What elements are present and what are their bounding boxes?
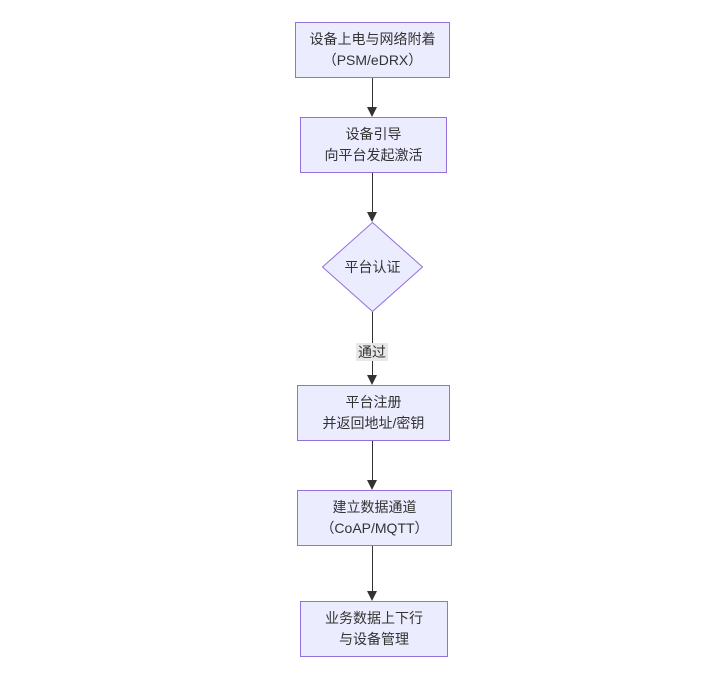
node-text-line: 向平台发起激活 <box>324 147 423 163</box>
edge-line <box>372 441 373 480</box>
node-text-line: 并返回地址/密钥 <box>322 415 425 431</box>
diamond-shape-icon <box>322 222 423 312</box>
node-text-line: 建立数据通道 <box>332 499 417 515</box>
node-text-line: 与设备管理 <box>339 631 409 647</box>
flow-node-power-network-attach: 设备上电与网络附着 （PSM/eDRX） <box>295 22 450 78</box>
edge-line <box>372 546 373 591</box>
edge-arrowhead <box>367 480 377 490</box>
edge-arrowhead <box>367 591 377 601</box>
edge-arrowhead <box>367 212 377 222</box>
node-text-line: （PSM/eDRX） <box>322 52 423 68</box>
edge-arrowhead <box>367 375 377 385</box>
flow-node-platform-register: 平台注册 并返回地址/密钥 <box>297 385 450 441</box>
node-text-line: （CoAP/MQTT） <box>320 520 429 536</box>
node-text-line: 设备上电与网络附着 <box>309 31 436 47</box>
edge-line <box>372 78 373 107</box>
flow-node-data-channel: 建立数据通道 （CoAP/MQTT） <box>297 490 452 546</box>
edge-line <box>372 173 373 212</box>
flow-node-business-data-device-mgmt: 业务数据上下行 与设备管理 <box>300 601 448 657</box>
flow-node-platform-auth-decision: 平台认证 <box>322 222 423 312</box>
flow-node-device-bootstrap: 设备引导 向平台发起激活 <box>300 117 447 173</box>
node-text-line: 平台注册 <box>345 394 402 410</box>
node-text-line: 设备引导 <box>345 126 402 142</box>
node-text-line: 业务数据上下行 <box>325 610 423 626</box>
edge-label-pass: 通过 <box>356 343 388 361</box>
edge-arrowhead <box>367 107 377 117</box>
node-text-line: 平台认证 <box>344 259 401 275</box>
